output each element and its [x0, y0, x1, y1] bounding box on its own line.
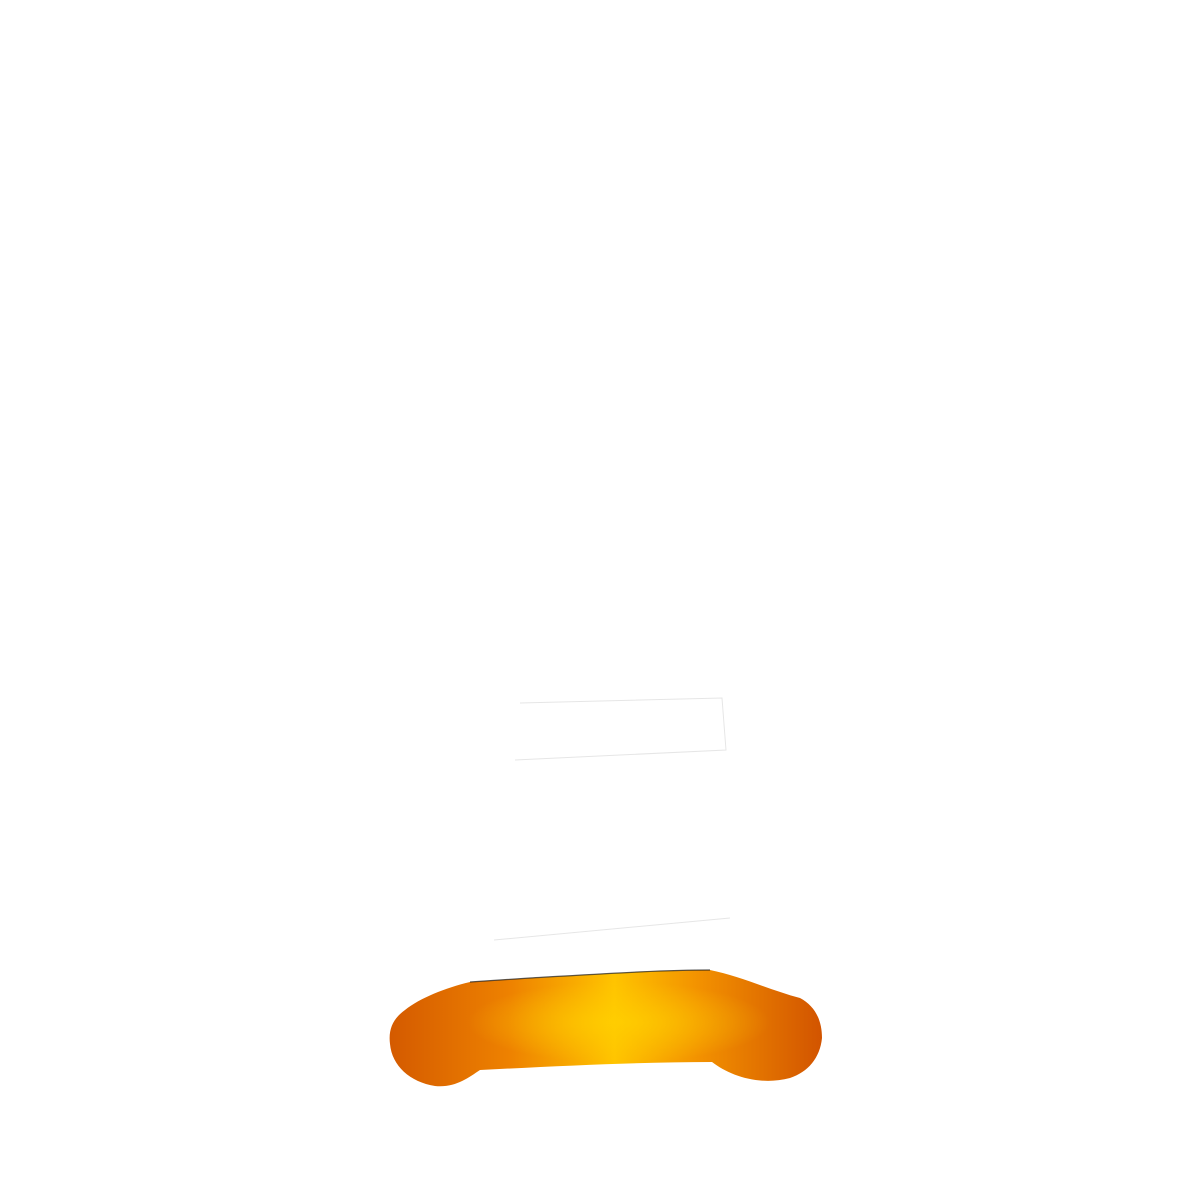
- faint-outline-marks: [493, 697, 731, 941]
- orange-base-shape: [389, 969, 822, 1087]
